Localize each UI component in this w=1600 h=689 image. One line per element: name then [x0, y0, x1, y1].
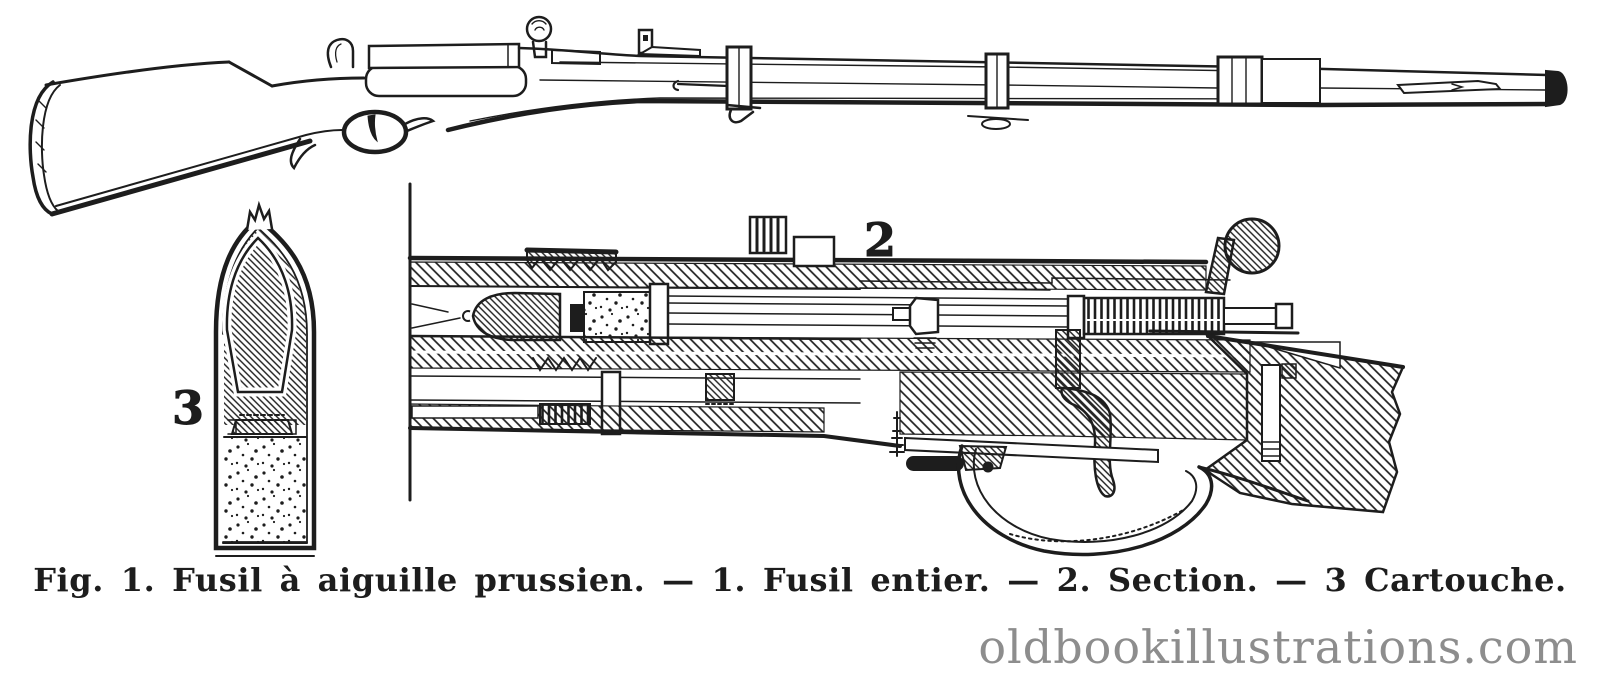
cartridge-number-label: 3	[172, 381, 204, 435]
cartridge-cross-section-illustration: 3	[172, 200, 317, 557]
watermark-text: oldbookillustrations.com	[978, 620, 1578, 674]
figure-caption: Fig. 1. Fusil à aiguille prussien. — 1. …	[33, 561, 1567, 599]
mechanism-cross-section-illustration: 2	[407, 182, 1405, 557]
full-rifle-illustration	[28, 15, 1568, 217]
section-number-label: 2	[864, 213, 896, 267]
